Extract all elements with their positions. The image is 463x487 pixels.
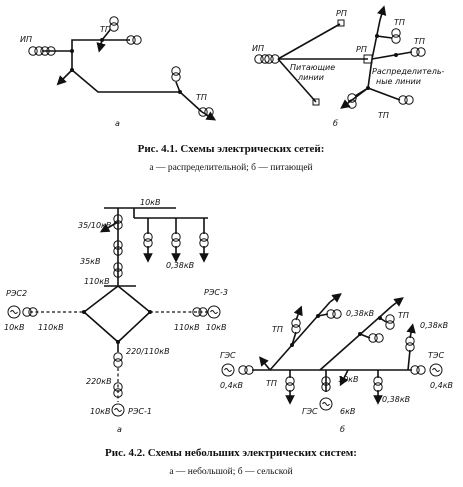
label-dist-lines-2: ные линии <box>376 77 421 86</box>
label-6kv: 6кВ <box>340 407 355 416</box>
label-res3: РЭС-3 <box>204 288 228 297</box>
label-tp: ТП <box>266 379 277 388</box>
label-tes: ТЭС <box>428 351 444 360</box>
tp-transformer-icon <box>109 16 119 32</box>
label-220-110kv: 220/110кВ <box>126 347 170 356</box>
figure-caption: Рис. 4.1. Схемы электрических сетей: <box>138 143 325 155</box>
label-038kv: 0,38кВ <box>382 395 410 404</box>
label-dist-lines: Распределитель- <box>372 67 445 76</box>
label-10kv: 10кВ <box>90 407 111 416</box>
label-tp: ТП <box>394 18 405 27</box>
label-tp: ТП <box>272 325 283 334</box>
label-res1: РЭС-1 <box>128 407 152 416</box>
figure-subcaption: а — небольшой; б — сельской <box>169 466 292 477</box>
label-35-10kv: 35/10кВ <box>78 221 111 230</box>
label-tp: ТП <box>414 37 425 46</box>
label-038kv: 0,38кВ <box>420 321 448 330</box>
label-110kv: 110кВ <box>174 323 200 332</box>
label-220kv: 220кВ <box>86 377 112 386</box>
label-tp: ТП <box>398 311 409 320</box>
label-10kv: 10кВ <box>4 323 25 332</box>
label-038kv: 0,38кВ <box>166 261 194 270</box>
label-04kv: 0,4кВ <box>220 381 243 390</box>
label-rp: РП <box>356 45 367 54</box>
figure-caption: Рис. 4.2. Схемы небольших электрических … <box>105 447 357 459</box>
label-10kv: 10кВ <box>206 323 227 332</box>
label-ges: ГЭС <box>220 351 236 360</box>
label-35kv: 35кВ <box>80 257 101 266</box>
label-ges: ГЭС <box>302 407 318 416</box>
label-rp: РП <box>336 9 347 18</box>
label-038kv: 0,38кВ <box>346 309 374 318</box>
label-110kv: 110кВ <box>84 277 110 286</box>
fig42-panel-a: 10кВ 35/10кВ 35кВ 0,38кВ 110кВ РЭС2 РЭС-… <box>4 198 228 434</box>
figure-subcaption: а — распределительной; б — питающей <box>149 162 312 173</box>
fig41-panel-a: ИП ТП ТП а <box>20 16 217 128</box>
panel-letter: а <box>115 119 120 128</box>
label-ip: ИП <box>252 44 264 53</box>
label-10kv: 10кВ <box>338 375 359 384</box>
label-10kv: 10кВ <box>140 198 161 207</box>
label-110kv: 110кВ <box>38 323 64 332</box>
label-tp: ТП <box>196 93 207 102</box>
panel-letter: б <box>333 119 338 128</box>
panel-letter: а <box>117 425 122 434</box>
label-res2: РЭС2 <box>6 289 27 298</box>
label-ip: ИП <box>20 35 32 44</box>
label-04kv: 0,4кВ <box>430 381 453 390</box>
label-feed-lines-2: линии <box>297 73 324 82</box>
panel-letter: б <box>340 425 345 434</box>
label-tp: ТП <box>100 25 111 34</box>
fig42-panel-b: ТП 0,38кВ ТП 0,38кВ ГЭС 0,4кВ ТП 10кВ ГЭ… <box>220 293 453 434</box>
label-tp: ТП <box>378 111 389 120</box>
fig41-panel-b: РП ИП РП ТП ТП ТП Питающие линии Распред… <box>252 5 445 128</box>
label-feed-lines: Питающие <box>290 63 335 72</box>
